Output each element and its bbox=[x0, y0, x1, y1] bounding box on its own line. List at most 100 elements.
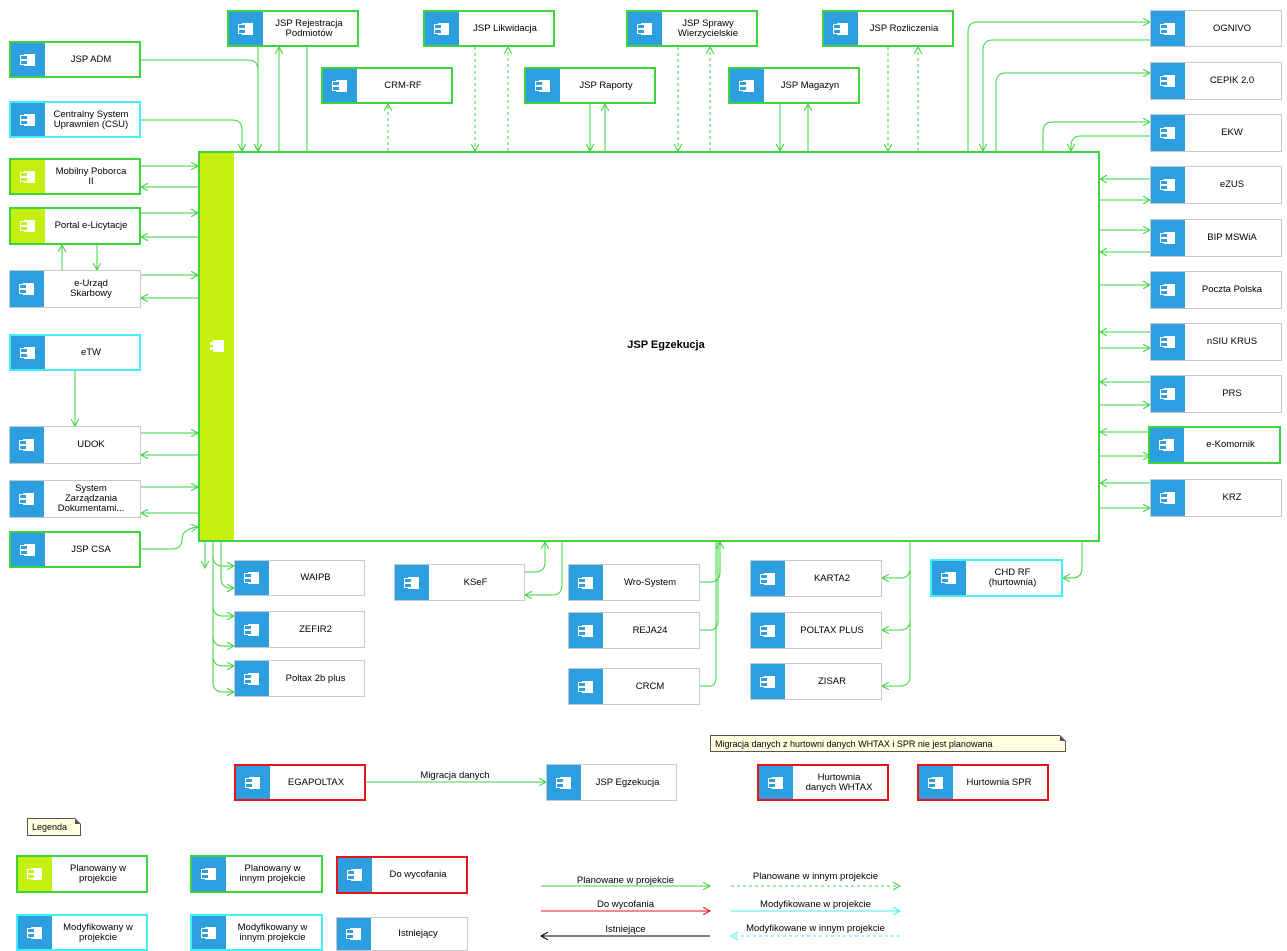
box-e-urzad-skarbowy[interactable]: e-Urząd Skarbowy bbox=[9, 270, 141, 308]
box-wro-system[interactable]: Wro-System bbox=[568, 564, 700, 601]
component-icon bbox=[27, 926, 42, 939]
component-icon bbox=[833, 22, 848, 35]
component-icon bbox=[1160, 179, 1175, 191]
box-zefir2[interactable]: ZEFIR2 bbox=[234, 611, 365, 648]
box-jsp-egzekucja-target[interactable]: JSP Egzekucja bbox=[546, 764, 677, 801]
component-icon bbox=[244, 672, 259, 685]
box-waipb[interactable]: WAIPB bbox=[234, 560, 365, 596]
box-egapoltax[interactable]: EGAPOLTAX bbox=[234, 764, 366, 801]
box-chd-rf[interactable]: CHD RF (hurtownia) bbox=[930, 559, 1063, 597]
box-jsp-csa[interactable]: JSP CSA bbox=[9, 531, 141, 568]
component-icon bbox=[20, 53, 35, 66]
legend-modified-other: Modyfikowany w innym projekcie bbox=[190, 914, 323, 951]
component-icon bbox=[1160, 22, 1175, 35]
box-hurtownia-spr[interactable]: Hurtownia SPR bbox=[917, 764, 1049, 801]
box-system-zarzadzania-dokumentami[interactable]: System Zarządzania Dokumentami... bbox=[9, 480, 141, 518]
component-icon bbox=[1160, 284, 1175, 296]
box-etw[interactable]: eTW bbox=[9, 334, 141, 371]
component-icon bbox=[768, 776, 783, 789]
component-icon bbox=[19, 283, 34, 295]
component-icon bbox=[210, 340, 224, 352]
box-prs[interactable]: PRS bbox=[1150, 375, 1282, 413]
component-icon bbox=[556, 776, 571, 789]
box-zisar[interactable]: ZISAR bbox=[750, 663, 882, 700]
component-icon bbox=[434, 22, 449, 35]
legend-line-modified: Modyfikowane w projekcie bbox=[760, 899, 871, 910]
component-icon bbox=[20, 170, 35, 183]
box-hurtownia-whtax[interactable]: Hurtownia danych WHTAX bbox=[757, 764, 889, 801]
component-icon bbox=[1160, 232, 1175, 244]
component-icon bbox=[346, 928, 361, 940]
box-ognivo[interactable]: OGNIVO bbox=[1150, 10, 1282, 47]
box-karta2[interactable]: KARTA2 bbox=[750, 560, 882, 597]
component-icon bbox=[739, 79, 754, 92]
component-icon bbox=[760, 572, 775, 585]
box-poczta-polska[interactable]: Poczta Polska bbox=[1150, 271, 1282, 309]
main-system-title: JSP Egzekucja bbox=[627, 339, 705, 351]
component-icon bbox=[244, 572, 259, 584]
component-icon bbox=[20, 543, 35, 556]
box-krz[interactable]: KRZ bbox=[1150, 479, 1282, 517]
box-jsp-rejestracja[interactable]: JSP Rejestracja Podmiotów bbox=[227, 10, 359, 47]
component-icon bbox=[245, 776, 260, 789]
component-icon bbox=[637, 22, 652, 35]
component-icon bbox=[347, 869, 362, 881]
component-icon bbox=[332, 79, 347, 92]
box-jsp-rozliczenia[interactable]: JSP Rozliczenia bbox=[822, 10, 954, 47]
component-icon bbox=[578, 680, 593, 693]
box-ezus[interactable]: eZUS bbox=[1150, 166, 1282, 204]
legend-line-planned-other: Planowane w innym projekcie bbox=[752, 871, 879, 882]
box-portal-e-licytacje[interactable]: Portal e-Licytacje bbox=[9, 207, 141, 245]
component-icon bbox=[535, 79, 550, 92]
component-icon bbox=[238, 22, 253, 35]
component-icon bbox=[201, 926, 216, 939]
component-icon bbox=[578, 624, 593, 637]
box-jsp-magazyn[interactable]: JSP Magazyn bbox=[728, 67, 860, 104]
component-icon bbox=[1160, 388, 1175, 400]
legend-retire: Do wycofania bbox=[336, 856, 468, 894]
component-icon bbox=[201, 868, 216, 880]
component-icon bbox=[578, 576, 593, 589]
legend-title: Legenda bbox=[27, 818, 81, 836]
box-mobilny-poborca[interactable]: Mobilny Poborca II bbox=[9, 158, 141, 195]
component-icon bbox=[244, 623, 259, 636]
component-icon bbox=[20, 346, 35, 359]
box-bip-mswia[interactable]: BIP MSWiA bbox=[1150, 219, 1282, 257]
component-icon bbox=[1159, 439, 1174, 451]
component-icon bbox=[1160, 336, 1175, 348]
box-crm-rf[interactable]: CRM-RF bbox=[321, 67, 453, 104]
legend-line-modified-other: Modyfikowane w innym projekcie bbox=[746, 923, 885, 934]
legend-line-existing: Istniejące bbox=[605, 924, 646, 935]
migration-label: Migracja danych bbox=[420, 770, 490, 781]
box-udok[interactable]: UDOK bbox=[9, 426, 141, 464]
migration-note: Migracja danych z hurtowni danych WHTAX … bbox=[710, 735, 1066, 752]
component-icon bbox=[1160, 492, 1175, 504]
box-e-komornik[interactable]: e-Komornik bbox=[1148, 426, 1281, 464]
component-icon bbox=[760, 675, 775, 688]
component-icon bbox=[404, 576, 419, 589]
legend-existing: Istniejący bbox=[336, 917, 468, 951]
box-ekw[interactable]: EKW bbox=[1150, 114, 1282, 152]
box-crcm[interactable]: CRCM bbox=[568, 668, 700, 705]
component-icon bbox=[941, 572, 956, 584]
box-cepik[interactable]: CEPIK 2.0 bbox=[1150, 62, 1282, 100]
legend-planned: Planowany w projekcie bbox=[16, 855, 148, 893]
component-icon bbox=[19, 493, 34, 505]
box-poltax-plus[interactable]: POLTAX PLUS bbox=[750, 612, 882, 649]
box-nsiu-krus[interactable]: nSIU KRUS bbox=[1150, 323, 1282, 361]
main-system-jsp-egzekucja[interactable]: JSP Egzekucja bbox=[198, 151, 1100, 542]
box-csu[interactable]: Centralny System Uprawnien (CSU) bbox=[9, 101, 141, 138]
component-icon bbox=[928, 776, 943, 789]
component-icon bbox=[1160, 75, 1175, 87]
box-poltax-2b-plus[interactable]: Poltax 2b plus bbox=[234, 660, 365, 697]
box-jsp-raporty[interactable]: JSP Raporty bbox=[524, 67, 656, 104]
box-jsp-adm[interactable]: JSP ADM bbox=[9, 41, 141, 78]
legend-line-retire: Do wycofania bbox=[596, 899, 655, 910]
component-icon bbox=[20, 220, 35, 232]
component-icon bbox=[19, 439, 34, 451]
box-ksef[interactable]: KSeF bbox=[394, 564, 525, 601]
box-jsp-likwidacja[interactable]: JSP Likwidacja bbox=[423, 10, 555, 47]
box-jsp-sprawy[interactable]: JSP Sprawy Wierzycielskie bbox=[626, 10, 758, 47]
component-icon bbox=[1160, 127, 1175, 139]
box-reja24[interactable]: REJA24 bbox=[568, 612, 700, 649]
